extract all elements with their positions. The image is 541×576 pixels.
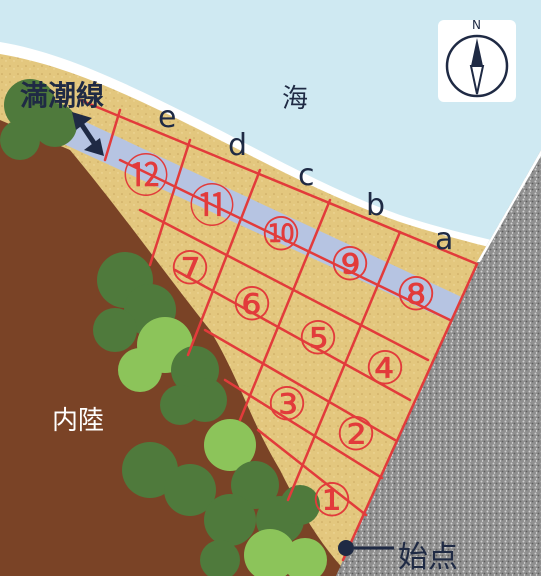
column-label-c: c: [298, 158, 315, 193]
start-point-marker: [338, 540, 354, 556]
quadrat-7: ⑦: [169, 241, 211, 295]
quadrat-9: ⑨: [329, 237, 371, 291]
quadrat-1: ①: [311, 473, 353, 527]
column-label-d: d: [228, 128, 248, 163]
north-label: N: [472, 18, 481, 32]
quadrat-12: ⑫: [123, 149, 169, 203]
compass-rose-icon: [445, 34, 509, 98]
sea-label: 海: [282, 84, 309, 114]
quadrat-11: ⑪: [189, 179, 235, 233]
quadrat-grid: [78, 98, 479, 562]
start-point-label: 始点: [398, 540, 458, 575]
column-label-e: e: [158, 100, 177, 135]
high-tide-band: [55, 110, 468, 326]
inland-label: 内陸: [52, 406, 105, 436]
high-tide-line-label: 満潮線: [20, 79, 105, 112]
quadrat-10: ⑩: [260, 207, 302, 261]
quadrat-8: ⑧: [395, 267, 437, 321]
column-label-a: a: [435, 222, 454, 257]
quadrat-4: ④: [364, 341, 406, 395]
quadrat-6: ⑥: [231, 277, 273, 331]
quadrat-2: ②: [335, 407, 377, 461]
quadrat-3: ③: [266, 377, 308, 431]
column-label-b: b: [366, 188, 386, 223]
seawall: [336, 150, 541, 576]
shrubs: [0, 79, 327, 576]
compass: N: [438, 18, 516, 102]
tide-double-arrow: [72, 112, 104, 156]
quadrat-5: ⑤: [297, 311, 339, 365]
